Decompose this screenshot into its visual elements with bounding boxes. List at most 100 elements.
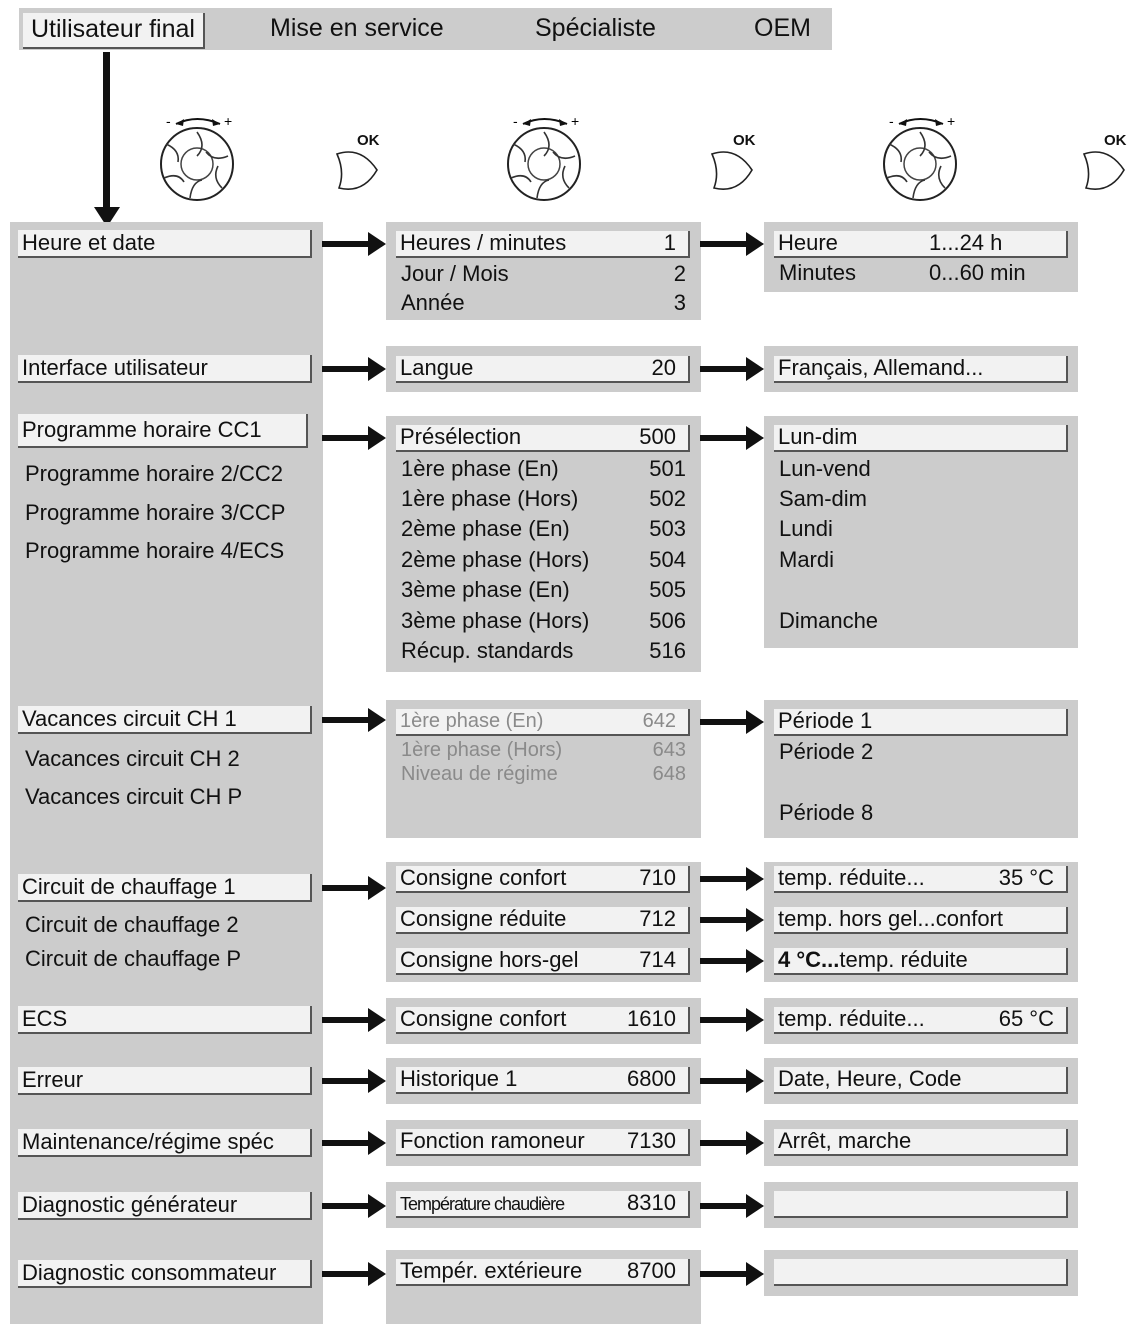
param-consigne-hors-gel[interactable]: Consigne hors-gel 714 [396,948,690,975]
tab-utilisateur-final[interactable]: Utilisateur final [23,13,205,49]
value-periode[interactable]: Période 8 [779,800,874,825]
param-row[interactable]: 3ème phase (En) 505 [401,576,698,604]
arrow-right-icon [700,1008,764,1032]
value-day[interactable]: Lundi [779,516,833,541]
menu-item-prog4[interactable]: Programme horaire 4/ECS [25,538,285,563]
ok-button-icon[interactable] [708,148,758,194]
tab-mise-en-service[interactable]: Mise en service [270,14,444,42]
param-annee[interactable]: Année 3 [401,289,690,317]
value-langues[interactable]: Français, Allemand... [774,356,1068,383]
value-day[interactable]: Lun-vend [779,456,871,481]
param-number: 505 [649,577,686,602]
tab-specialiste[interactable]: Spécialiste [535,14,656,42]
param-label: Langue [400,356,474,380]
value-day[interactable]: Dimanche [779,608,879,633]
menu-item-prog2[interactable]: Programme horaire 2/CC2 [25,461,283,486]
value-temp: 35 °C [998,866,1054,890]
menu-item-prog1[interactable]: Programme horaire CC1 [18,414,308,448]
value-day[interactable]: Sam-dim [779,486,868,511]
param-label: 2ème phase (En) [401,516,570,541]
access-level-tabbar: Utilisateur final Mise en service Spécia… [19,8,832,50]
menu-item-diag-consommateur[interactable]: Diagnostic consommateur [18,1260,312,1288]
param-row[interactable]: 2ème phase (Hors) 504 [401,546,698,574]
arrow-right-icon [700,232,764,256]
param-box-programme [386,416,701,672]
param-temp-exterieure[interactable]: Tempér. extérieure 8700 [396,1259,690,1286]
knob-plus-label: + [224,113,232,129]
rotary-knob-icon[interactable]: - + [497,112,592,202]
param-ramoneur[interactable]: Fonction ramoneur 7130 [396,1129,690,1156]
param-temp-chaudiere[interactable]: Température chaudière 8310 [396,1191,690,1218]
menu-item-circuit-1[interactable]: Circuit de chauffage 1 [18,874,312,902]
rotary-knob-icon[interactable]: - + [873,112,968,202]
param-label: 1ère phase (Hors) [401,739,563,761]
param-vacances-en[interactable]: 1ère phase (En) 642 [396,709,690,736]
ok-label: OK [1104,132,1127,149]
value-minutes[interactable]: Minutes 0...60 min [779,259,1069,287]
value-periode-1[interactable]: Période 1 [774,709,1068,736]
param-preselection[interactable]: Présélection 500 [396,425,690,452]
param-number: 648 [652,763,686,785]
value-day[interactable]: Mardi [779,547,835,572]
menu-item-heure-date[interactable]: Heure et date [18,230,312,258]
value-empty[interactable] [774,1259,1068,1286]
param-consigne-confort[interactable]: Consigne confort 710 [396,866,690,893]
menu-item-circuit-2[interactable]: Circuit de chauffage 2 [25,912,239,937]
value-range: 1...24 h [929,231,1003,255]
value-lun-dim[interactable]: Lun-dim [774,425,1068,452]
param-heures-minutes[interactable]: Heures / minutes 1 [396,231,690,258]
menu-item-vacances-1[interactable]: Vacances circuit CH 1 [18,706,312,734]
value-heure[interactable]: Heure 1...24 h [774,231,1068,258]
value-label: temp. réduite... [778,1007,925,1031]
menu-item-diag-generateur[interactable]: Diagnostic générateur [18,1192,312,1220]
value-hors-gel-range[interactable]: 4 °C...temp. réduite [774,948,1068,975]
menu-item-maintenance[interactable]: Maintenance/régime spéc [18,1129,312,1157]
value-periode[interactable]: Période 2 [779,739,874,764]
value-ecs-range[interactable]: temp. réduite... 65 °C [774,1007,1068,1034]
menu-column [10,222,323,1324]
ok-button-icon[interactable] [333,148,383,194]
menu-item-ecs[interactable]: ECS [18,1006,312,1034]
param-row[interactable]: 3ème phase (Hors) 506 [401,607,698,635]
param-ecs-confort[interactable]: Consigne confort 1610 [396,1007,690,1034]
param-langue[interactable]: Langue 20 [396,356,690,383]
param-niveau-regime[interactable]: Niveau de régime 648 [401,762,698,786]
param-vacances-hors[interactable]: 1ère phase (Hors) 643 [401,738,698,762]
param-jour-mois[interactable]: Jour / Mois 2 [401,260,690,288]
value-range: 0...60 min [929,260,1026,285]
value-erreur[interactable]: Date, Heure, Code [774,1067,1068,1094]
menu-item-circuit-p[interactable]: Circuit de chauffage P [25,946,242,971]
arrow-right-icon [700,908,764,932]
down-arrow-shaft [103,52,110,212]
param-historique[interactable]: Historique 1 6800 [396,1067,690,1094]
param-row[interactable]: 1ère phase (Hors) 502 [401,485,698,513]
param-label: 1ère phase (Hors) [401,486,579,511]
arrow-right-icon [322,708,386,732]
menu-item-interface[interactable]: Interface utilisateur [18,355,312,383]
menu-item-erreur[interactable]: Erreur [18,1067,312,1095]
param-number: 516 [649,638,686,663]
arrow-right-icon [700,1069,764,1093]
param-consigne-reduite[interactable]: Consigne réduite 712 [396,907,690,934]
value-confort-range[interactable]: temp. réduite... 35 °C [774,866,1068,893]
param-label: Fonction ramoneur [400,1129,585,1153]
param-number: 712 [639,907,676,931]
param-number: 6800 [627,1067,676,1091]
value-ramoneur[interactable]: Arrêt, marche [774,1129,1068,1156]
menu-item-prog3[interactable]: Programme horaire 3/CCP [25,500,286,525]
param-row[interactable]: Récup. standards 516 [401,637,698,665]
knob-minus-label: - [513,113,518,129]
arrow-right-icon [700,357,764,381]
rotary-knob-icon[interactable]: - + [150,112,245,202]
param-row[interactable]: 1ère phase (En) 501 [401,455,698,483]
menu-item-vacances-2[interactable]: Vacances circuit CH 2 [25,746,240,771]
arrow-right-icon [700,710,764,734]
arrow-right-icon [700,949,764,973]
value-reduite-range[interactable]: temp. hors gel...confort [774,907,1068,934]
value-empty[interactable] [774,1191,1068,1218]
ok-label: OK [733,132,756,149]
ok-button-icon[interactable] [1080,148,1128,194]
menu-item-vacances-p[interactable]: Vacances circuit CH P [25,784,243,809]
tab-oem[interactable]: OEM [754,14,811,42]
param-row[interactable]: 2ème phase (En) 503 [401,515,698,543]
